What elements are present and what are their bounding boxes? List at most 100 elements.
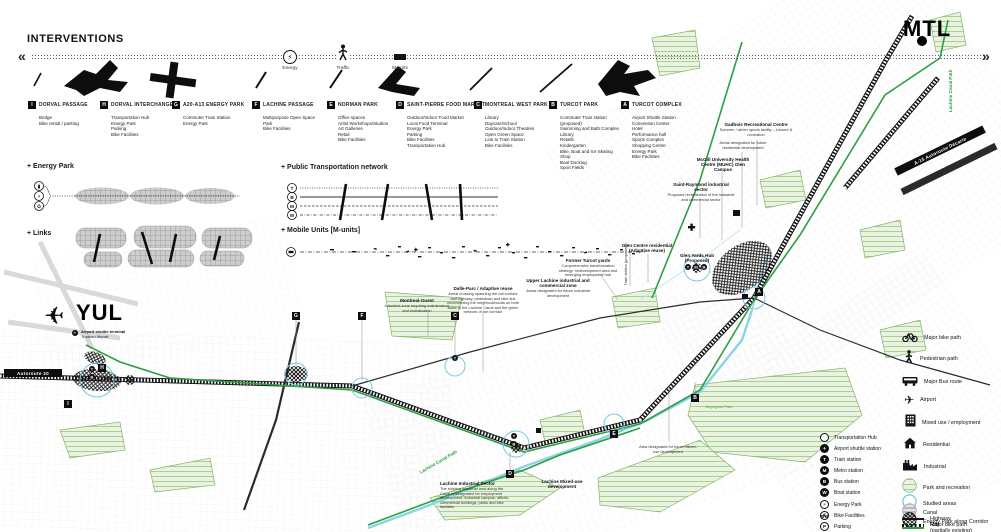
mixed-use-icon (905, 414, 916, 432)
callout-lachine-mixed-use: Lachine Mixed-use development (541, 479, 583, 489)
callout-future-residential: Areas designated for future residential … (719, 140, 767, 150)
train-icon: T (291, 186, 294, 191)
links-diagram (75, 225, 253, 268)
mtl-dot (917, 36, 927, 46)
m-unit-icon (394, 54, 406, 60)
callout-dalle-parc: Dalle-Parc / Adaptive reuse Aerial cross… (447, 286, 519, 315)
intervention-title: TURCOT COMPLEX (632, 102, 682, 108)
autoroute-20-ribbon: Autoroute 20 (4, 369, 62, 377)
green-path-line-icon (902, 527, 924, 529)
train-station-icon: T (513, 434, 516, 439)
bus-icon (902, 373, 918, 391)
lightning-icon: ⚡ (288, 54, 293, 62)
bus-station-icon: B (91, 375, 94, 380)
intervention-letter: G (172, 101, 180, 109)
callout-muhc: McGill University Health Centre (MUHC) G… (696, 157, 750, 172)
callout-train-station: Train station (proposed) (623, 244, 629, 286)
bike-icon (902, 329, 918, 347)
yul-sub-line1: Airport shuttle terminal (81, 329, 126, 334)
energy-park-section-title: + Energy Park (27, 163, 74, 170)
intervention-title: TURCOT PARK (560, 102, 599, 108)
intervention-item: B TURCOT PARK Commuter Train station (pr… (549, 101, 621, 171)
facility-icons (536, 210, 748, 433)
intervention-letter: D (396, 101, 404, 109)
page-title: INTERVENTIONS (27, 33, 124, 45)
map-marker-I: I (64, 400, 72, 408)
intervention-item: F LACHINE PASSAGE Multipurpose Open Spac… (252, 101, 324, 132)
mobile-units-section-title: + Mobile Units [M-units] (281, 227, 361, 234)
industrial-icon (902, 458, 918, 476)
callout-gadbois: Gadbois Recreational Centre Summer / win… (719, 122, 793, 137)
yul-plane-icon: ✈ (44, 303, 65, 330)
green-path-legend-row: Major bike path (partially existing) (902, 522, 972, 532)
linear-park-icon (539, 63, 573, 93)
bus-station-icon: B (513, 442, 516, 447)
bike-network (85, 19, 949, 526)
intervention-letter: B (549, 101, 557, 109)
recycle-icon: ♻ (37, 204, 42, 210)
passage-icon (33, 72, 42, 87)
station-clusters: T B T M B T B T (89, 264, 707, 447)
callout-glen-yards: Glen Yards Hub (Proposed) (679, 253, 715, 263)
callout-future-mixed-use: Area designated for future Mixed-use dev… (639, 444, 697, 454)
a20-a13-cross-icon (149, 61, 197, 99)
energy-icon (283, 50, 297, 64)
pedestrian-icon (904, 350, 914, 368)
bike-facilities-icon (820, 511, 829, 520)
timeline-energy-label: Energy (282, 66, 298, 71)
energy-park-icon: ⚡ (820, 500, 829, 509)
metro-icon: M (290, 204, 294, 209)
map-marker-H: H (98, 364, 106, 372)
intervention-title: SAINT-PIERRE FOOD MARKET (407, 102, 486, 108)
callout-glen-residential: Glen Centre residential (Adaptive reuse) (621, 243, 673, 253)
intervention-features: Commuter Train station (proposed)Swimmin… (560, 115, 620, 171)
callout-upper-lachine: Upper Lachine industrial and commercial … (526, 278, 590, 298)
intervention-letter: F (252, 101, 260, 109)
timeline: ⚡ (32, 44, 982, 64)
train-station-icon: T (820, 455, 829, 464)
scroll-right-icon: » (982, 48, 990, 64)
transportation-hub-icon (820, 433, 829, 442)
airport-icon: ✈ (904, 393, 915, 407)
intervention-title: LACHINE PASSAGE (263, 102, 314, 108)
train-station-icon: T (687, 265, 690, 270)
bus-station-icon: B (703, 265, 706, 270)
highways (242, 142, 998, 511)
canal-path-label-ne: Lachine Canal Path (948, 69, 953, 112)
callout-montreal-ouest: Montreal-Ouest Industrial zone requiring… (384, 298, 450, 313)
intervention-item: A TURCOT COMPLEX Airport Shuttle Station… (621, 101, 693, 160)
pedestrian-icon (336, 44, 350, 61)
dorval-interchange-icon (64, 60, 128, 96)
intervention-title: NORMAN PARK (338, 102, 378, 108)
airport-shuttle-icon: ✈ (72, 330, 78, 336)
intervention-letter: H (100, 101, 108, 109)
train-station-icon: T (454, 356, 457, 361)
intervention-title: DORVAL INTERCHANGE (111, 102, 174, 108)
mtl-label: MTL (903, 16, 952, 41)
residential-icon (903, 436, 917, 454)
map-marker-F: F (358, 312, 366, 320)
intervention-letter: E (327, 101, 335, 109)
linear-park-icon (469, 67, 493, 91)
bus-icon: B (290, 195, 294, 200)
interchange-hatch (73, 240, 773, 392)
turcot-complex-icon (598, 60, 656, 96)
intervention-title: A20-A13 ENERGY PARK (183, 102, 245, 108)
park-recreation-icon (902, 478, 917, 498)
map-marker-C: C (451, 312, 459, 320)
intervention-letter: A (621, 101, 629, 109)
energy-park-diagram: ▮ ⚡ ♻ (34, 181, 240, 211)
transport-diagram: T B M W (287, 183, 498, 221)
callout-saint-raymond: Saint-Raymond industrial sector Proposed… (667, 182, 735, 202)
highway-line-icon (902, 518, 924, 520)
airport-runways (3, 240, 139, 350)
